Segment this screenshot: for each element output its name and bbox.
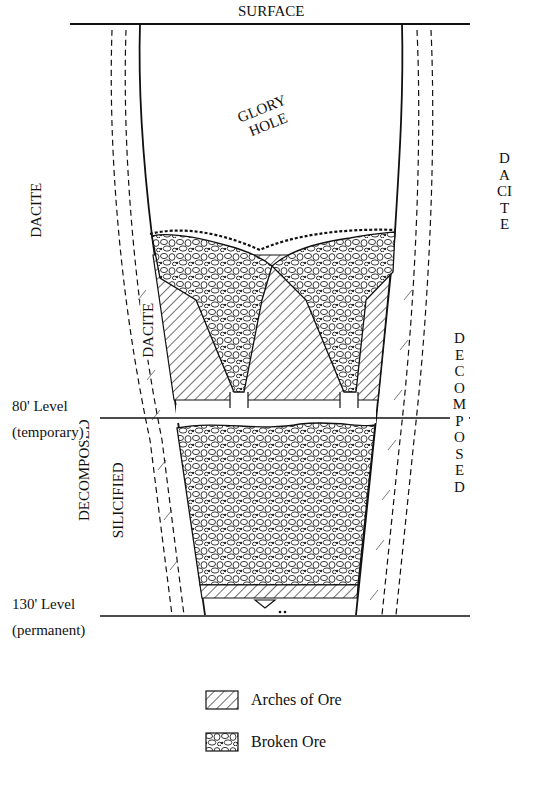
rock-label: DACITE bbox=[28, 181, 45, 240]
surface-label: SURFACE bbox=[236, 3, 306, 20]
level-label: 80' Level bbox=[10, 398, 70, 415]
rock-label: DACITE bbox=[140, 301, 157, 360]
legend-row: Broken Ore bbox=[205, 732, 326, 752]
glory-hole-label: GLORY HOLE bbox=[225, 87, 306, 145]
rock-label: DACITE bbox=[495, 150, 514, 233]
legend-swatch bbox=[205, 732, 239, 752]
legend-swatch bbox=[205, 690, 239, 710]
legend-text: Broken Ore bbox=[251, 733, 326, 751]
level-label: 130' Level bbox=[10, 596, 77, 613]
legend-row: Arches of Ore bbox=[205, 690, 342, 710]
legend-text: Arches of Ore bbox=[251, 691, 342, 709]
level-note: (permanent) bbox=[10, 622, 87, 639]
rock-label: SILICIFIED bbox=[110, 460, 127, 540]
rock-label: DECOMPOSED bbox=[450, 330, 469, 495]
level-note: (temporary) bbox=[10, 424, 86, 441]
